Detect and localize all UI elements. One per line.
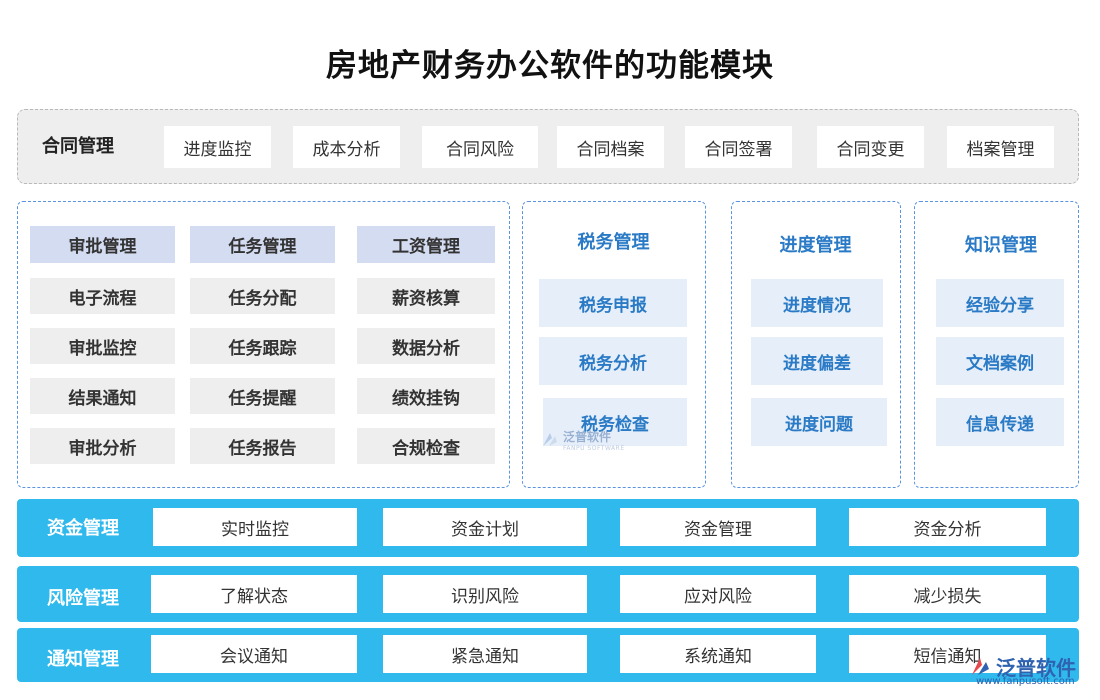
tax-item: 税务分析 — [539, 337, 687, 385]
approval-management-head: 审批管理 — [30, 226, 175, 263]
fund-management-label: 资金管理 — [47, 518, 119, 539]
risk-item: 减少损失 — [849, 575, 1046, 613]
progress-management-head: 进度管理 — [779, 235, 852, 256]
approval-item: 审批监控 — [30, 328, 175, 364]
contract-management-panel: 合同管理 进度监控 成本分析 合同风险 合同档案 合同签署 合同变更 档案管理 — [17, 109, 1079, 184]
notice-management-label: 通知管理 — [47, 649, 119, 670]
watermark-name: 泛普软件 — [563, 430, 612, 444]
approval-task-salary-panel: 审批管理 电子流程 审批监控 结果通知 审批分析 任务管理 任务分配 任务跟踪 … — [17, 201, 510, 488]
contract-item: 合同风险 — [422, 126, 538, 168]
knowledge-item: 文档案例 — [936, 337, 1064, 385]
fund-management-bar: 资金管理 实时监控 资金计划 资金管理 资金分析 — [17, 499, 1079, 557]
diagram-title: 房地产财务办公软件的功能模块 — [326, 48, 774, 84]
tax-management-panel: 税务管理 税务申报 税务分析 税务检查 — [522, 201, 706, 488]
notice-item: 系统通知 — [620, 635, 816, 673]
notice-item: 会议通知 — [151, 635, 357, 673]
brand-logo: 泛普软件 www.fanpusoft.com — [968, 652, 1076, 687]
notice-management-bar: 通知管理 会议通知 紧急通知 系统通知 短信通知 — [17, 628, 1079, 682]
watermark-subtitle: FANPU SOFTWARE — [563, 445, 625, 452]
tax-item: 税务申报 — [539, 279, 687, 327]
progress-item: 进度偏差 — [751, 337, 883, 385]
salary-management-head: 工资管理 — [357, 226, 495, 263]
notice-item: 短信通知 — [849, 635, 1046, 673]
approval-item: 结果通知 — [30, 378, 175, 414]
contract-item: 合同变更 — [817, 126, 924, 168]
progress-management-panel: 进度管理 进度情况 进度偏差 进度问题 — [731, 201, 901, 488]
task-item: 任务分配 — [190, 278, 335, 314]
salary-item: 数据分析 — [357, 328, 495, 364]
notice-item: 紧急通知 — [383, 635, 587, 673]
task-item: 任务跟踪 — [190, 328, 335, 364]
fund-item: 资金分析 — [849, 508, 1046, 546]
contract-item: 合同签署 — [685, 126, 792, 168]
knowledge-item: 信息传递 — [936, 398, 1064, 446]
risk-management-label: 风险管理 — [47, 588, 119, 609]
tax-management-head: 税务管理 — [577, 232, 650, 253]
contract-item: 成本分析 — [293, 126, 400, 168]
knowledge-item: 经验分享 — [936, 279, 1064, 327]
risk-management-bar: 风险管理 了解状态 识别风险 应对风险 减少损失 — [17, 566, 1079, 622]
approval-item: 审批分析 — [30, 428, 175, 464]
task-item: 任务提醒 — [190, 378, 335, 414]
risk-item: 了解状态 — [151, 575, 357, 613]
watermark-logo-icon — [543, 433, 557, 446]
salary-item: 合规检查 — [357, 428, 495, 464]
fund-item: 资金管理 — [620, 508, 816, 546]
contract-item: 进度监控 — [164, 126, 271, 168]
brand-logo-url: www.fanpusoft.com — [976, 676, 1075, 687]
knowledge-management-head: 知识管理 — [965, 235, 1037, 256]
contract-item: 合同档案 — [557, 126, 664, 168]
progress-item: 进度问题 — [751, 398, 887, 446]
contract-item: 档案管理 — [947, 126, 1054, 168]
watermark: 泛普软件 FANPU SOFTWARE — [540, 428, 625, 452]
contract-management-label: 合同管理 — [42, 136, 114, 157]
risk-item: 应对风险 — [620, 575, 816, 613]
risk-item: 识别风险 — [383, 575, 587, 613]
tax-item: 税务检查 — [543, 398, 687, 446]
fund-item: 实时监控 — [153, 508, 357, 546]
knowledge-management-panel: 知识管理 经验分享 文档案例 信息传递 — [914, 201, 1079, 488]
fund-item: 资金计划 — [383, 508, 587, 546]
task-management-head: 任务管理 — [190, 226, 335, 263]
brand-logo-icon — [972, 657, 989, 675]
task-item: 任务报告 — [190, 428, 335, 464]
salary-item: 绩效挂钩 — [357, 378, 495, 414]
approval-item: 电子流程 — [30, 278, 175, 314]
progress-item: 进度情况 — [751, 279, 883, 327]
brand-logo-name: 泛普软件 — [996, 656, 1076, 680]
salary-item: 薪资核算 — [357, 278, 495, 314]
